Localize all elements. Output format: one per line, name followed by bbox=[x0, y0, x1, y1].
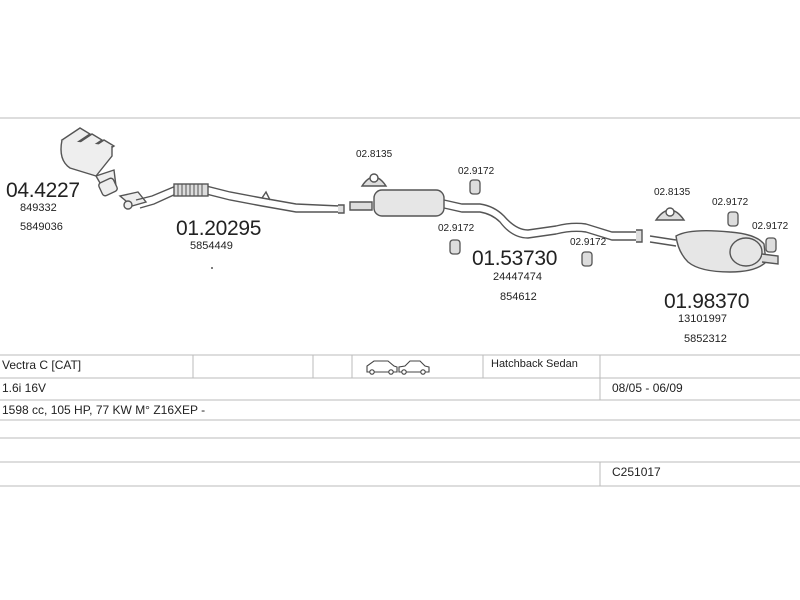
vehicle-years: 08/05 - 06/09 bbox=[612, 381, 683, 395]
manifold-ref-2: 5849036 bbox=[20, 221, 63, 233]
middle-silencer-part-number: 01.53730 bbox=[472, 247, 558, 270]
rear-silencer[interactable] bbox=[649, 229, 779, 273]
vehicle-engine: 1.6i 16V bbox=[2, 381, 47, 395]
hatchback-car-icon bbox=[366, 360, 398, 375]
front-pipe[interactable] bbox=[135, 183, 345, 214]
hanger-1-icon[interactable] bbox=[469, 179, 481, 195]
front-pipe-part-number: 01.20295 bbox=[176, 217, 262, 240]
hanger-5-icon[interactable] bbox=[765, 237, 777, 253]
manifold-part-number: 04.4227 bbox=[6, 179, 80, 202]
sedan-car-icon bbox=[398, 360, 430, 375]
hanger-3-icon[interactable] bbox=[581, 251, 593, 267]
hanger-4-icon[interactable] bbox=[727, 211, 739, 227]
vehicle-model: Vectra C [CAT] bbox=[2, 358, 82, 372]
decorative-dot bbox=[211, 267, 213, 269]
manifold-ref-1: 849332 bbox=[20, 202, 57, 214]
front-pipe-ref-1: 5854449 bbox=[190, 240, 233, 252]
hanger-5-number: 02.9172 bbox=[752, 221, 789, 232]
vehicle-body: Hatchback Sedan bbox=[491, 358, 578, 370]
gasket-2-number: 02.8135 bbox=[654, 187, 691, 198]
middle-silencer-ref-2: 854612 bbox=[500, 291, 537, 303]
rear-silencer-ref-2: 5852312 bbox=[684, 333, 727, 345]
hanger-3-number: 02.9172 bbox=[570, 237, 607, 248]
exhaust-manifold[interactable] bbox=[60, 127, 148, 210]
gasket-icon[interactable] bbox=[360, 173, 388, 187]
hanger-1-number: 02.9172 bbox=[458, 166, 495, 177]
rear-silencer-ref-1: 13101997 bbox=[678, 313, 727, 325]
middle-silencer-ref-1: 24447474 bbox=[493, 271, 542, 283]
vehicle-spec: 1598 cc, 105 HP, 77 KW M° Z16XEP - bbox=[2, 403, 206, 417]
gasket-1-number: 02.8135 bbox=[356, 149, 393, 160]
hanger-2-number: 02.9172 bbox=[438, 223, 475, 234]
vehicle-table-grid bbox=[0, 354, 800, 487]
rear-silencer-part-number: 01.98370 bbox=[664, 290, 750, 313]
hanger-2-icon[interactable] bbox=[449, 239, 461, 255]
vehicle-code: C251017 bbox=[612, 465, 661, 479]
gasket-icon[interactable] bbox=[654, 207, 686, 221]
hanger-4-number: 02.9172 bbox=[712, 197, 749, 208]
middle-silencer[interactable] bbox=[349, 189, 643, 243]
